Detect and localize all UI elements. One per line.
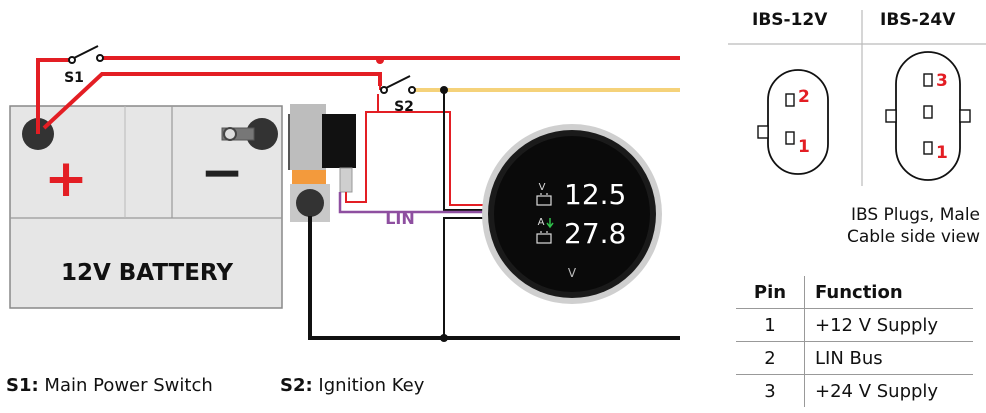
legend-s2-key: S2: [280,375,313,396]
ibs12-plug: 2 1 [757,69,829,175]
ibs24-pin-1: 1 [936,143,948,163]
table-row: 1 +12 V Supply [736,308,973,342]
legend-s1: S1: Main Power Switch [6,375,213,396]
ignition-wire [379,86,680,211]
current-value: 27.8 [564,217,626,250]
battery-icon [536,193,552,206]
ibs24-plug: 3 1 [885,51,971,181]
legend-s2-desc: Ignition Key [318,375,425,396]
pin-table: Pin Function 1 +12 V Supply 2 LIN Bus 3 … [736,276,973,407]
ibs12-pin-1: 1 [798,137,810,157]
battery-icon [536,231,552,244]
ibs24-pin-3: 3 [936,71,948,91]
ibs-sensor [290,104,356,222]
pin-table-header: Pin Function [736,276,973,309]
battery-label: 12V BATTERY [61,260,233,286]
display-logo: V [568,266,577,280]
s1-label: S1 [64,70,84,86]
battery-monitor-display: V 12.5 A 27.8 V [482,124,662,304]
legend-s2: S2: Ignition Key [280,375,424,396]
minus-sign: − [200,143,244,203]
switch-s1 [68,45,104,64]
function-cell: +24 V Supply [804,374,973,407]
plug-note-line-1: IBS Plugs, Male [850,205,980,225]
pin-cell: 2 [736,341,805,375]
pin-header: Pin [736,276,805,309]
red-sensor-wires [345,94,490,206]
switch-s2 [376,56,416,94]
function-header: Function [815,281,903,303]
table-row: 2 LIN Bus [736,341,973,375]
pin-cell: 3 [736,374,805,407]
volt-unit: V [539,182,546,193]
legend-s1-desc: Main Power Switch [44,375,213,396]
ground-wire [308,216,680,342]
plug-note-line-2: Cable side view [846,227,980,247]
legend-s1-key: S1: [6,375,39,396]
table-row: 3 +24 V Supply [736,374,973,407]
ibs24-title: IBS-24V [880,10,956,30]
plug-note: IBS Plugs, Male Cable side view [847,204,980,248]
s2-label: S2 [394,99,414,115]
amp-unit: A [538,217,545,228]
charging-arrow-icon [546,218,554,229]
ibs12-title: IBS-12V [752,10,828,30]
negative-terminal [246,118,278,150]
voltage-value: 12.5 [564,178,626,211]
ibs12-pin-2: 2 [798,87,810,107]
plus-sign: + [44,149,88,209]
lin-label: LIN [385,209,415,228]
function-cell: +12 V Supply [804,308,973,342]
lin-wire [338,192,490,214]
function-cell: LIN Bus [804,341,973,375]
pin-cell: 1 [736,308,805,342]
red-supply-wires [36,56,680,134]
